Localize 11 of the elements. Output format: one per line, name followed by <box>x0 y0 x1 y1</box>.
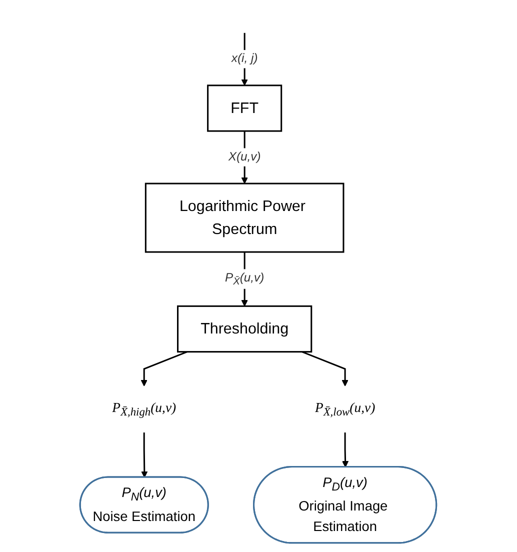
arrow <box>141 350 188 386</box>
edge-label: P$_{X̄}$(u,v) <box>225 270 264 286</box>
edge-label: X(u,v) <box>228 150 262 163</box>
node-text: P$_{X̄,low}$(u,v) <box>315 399 376 418</box>
node-text: P$_{X̄,high}$(u,v) <box>112 399 176 418</box>
arrow <box>141 432 148 478</box>
arrow <box>342 432 349 467</box>
node-box: FFT <box>207 84 282 132</box>
node-box: Thresholding <box>177 304 312 352</box>
node-box: Logarithmic Power Spectrum <box>145 182 345 252</box>
arrow <box>302 350 349 386</box>
